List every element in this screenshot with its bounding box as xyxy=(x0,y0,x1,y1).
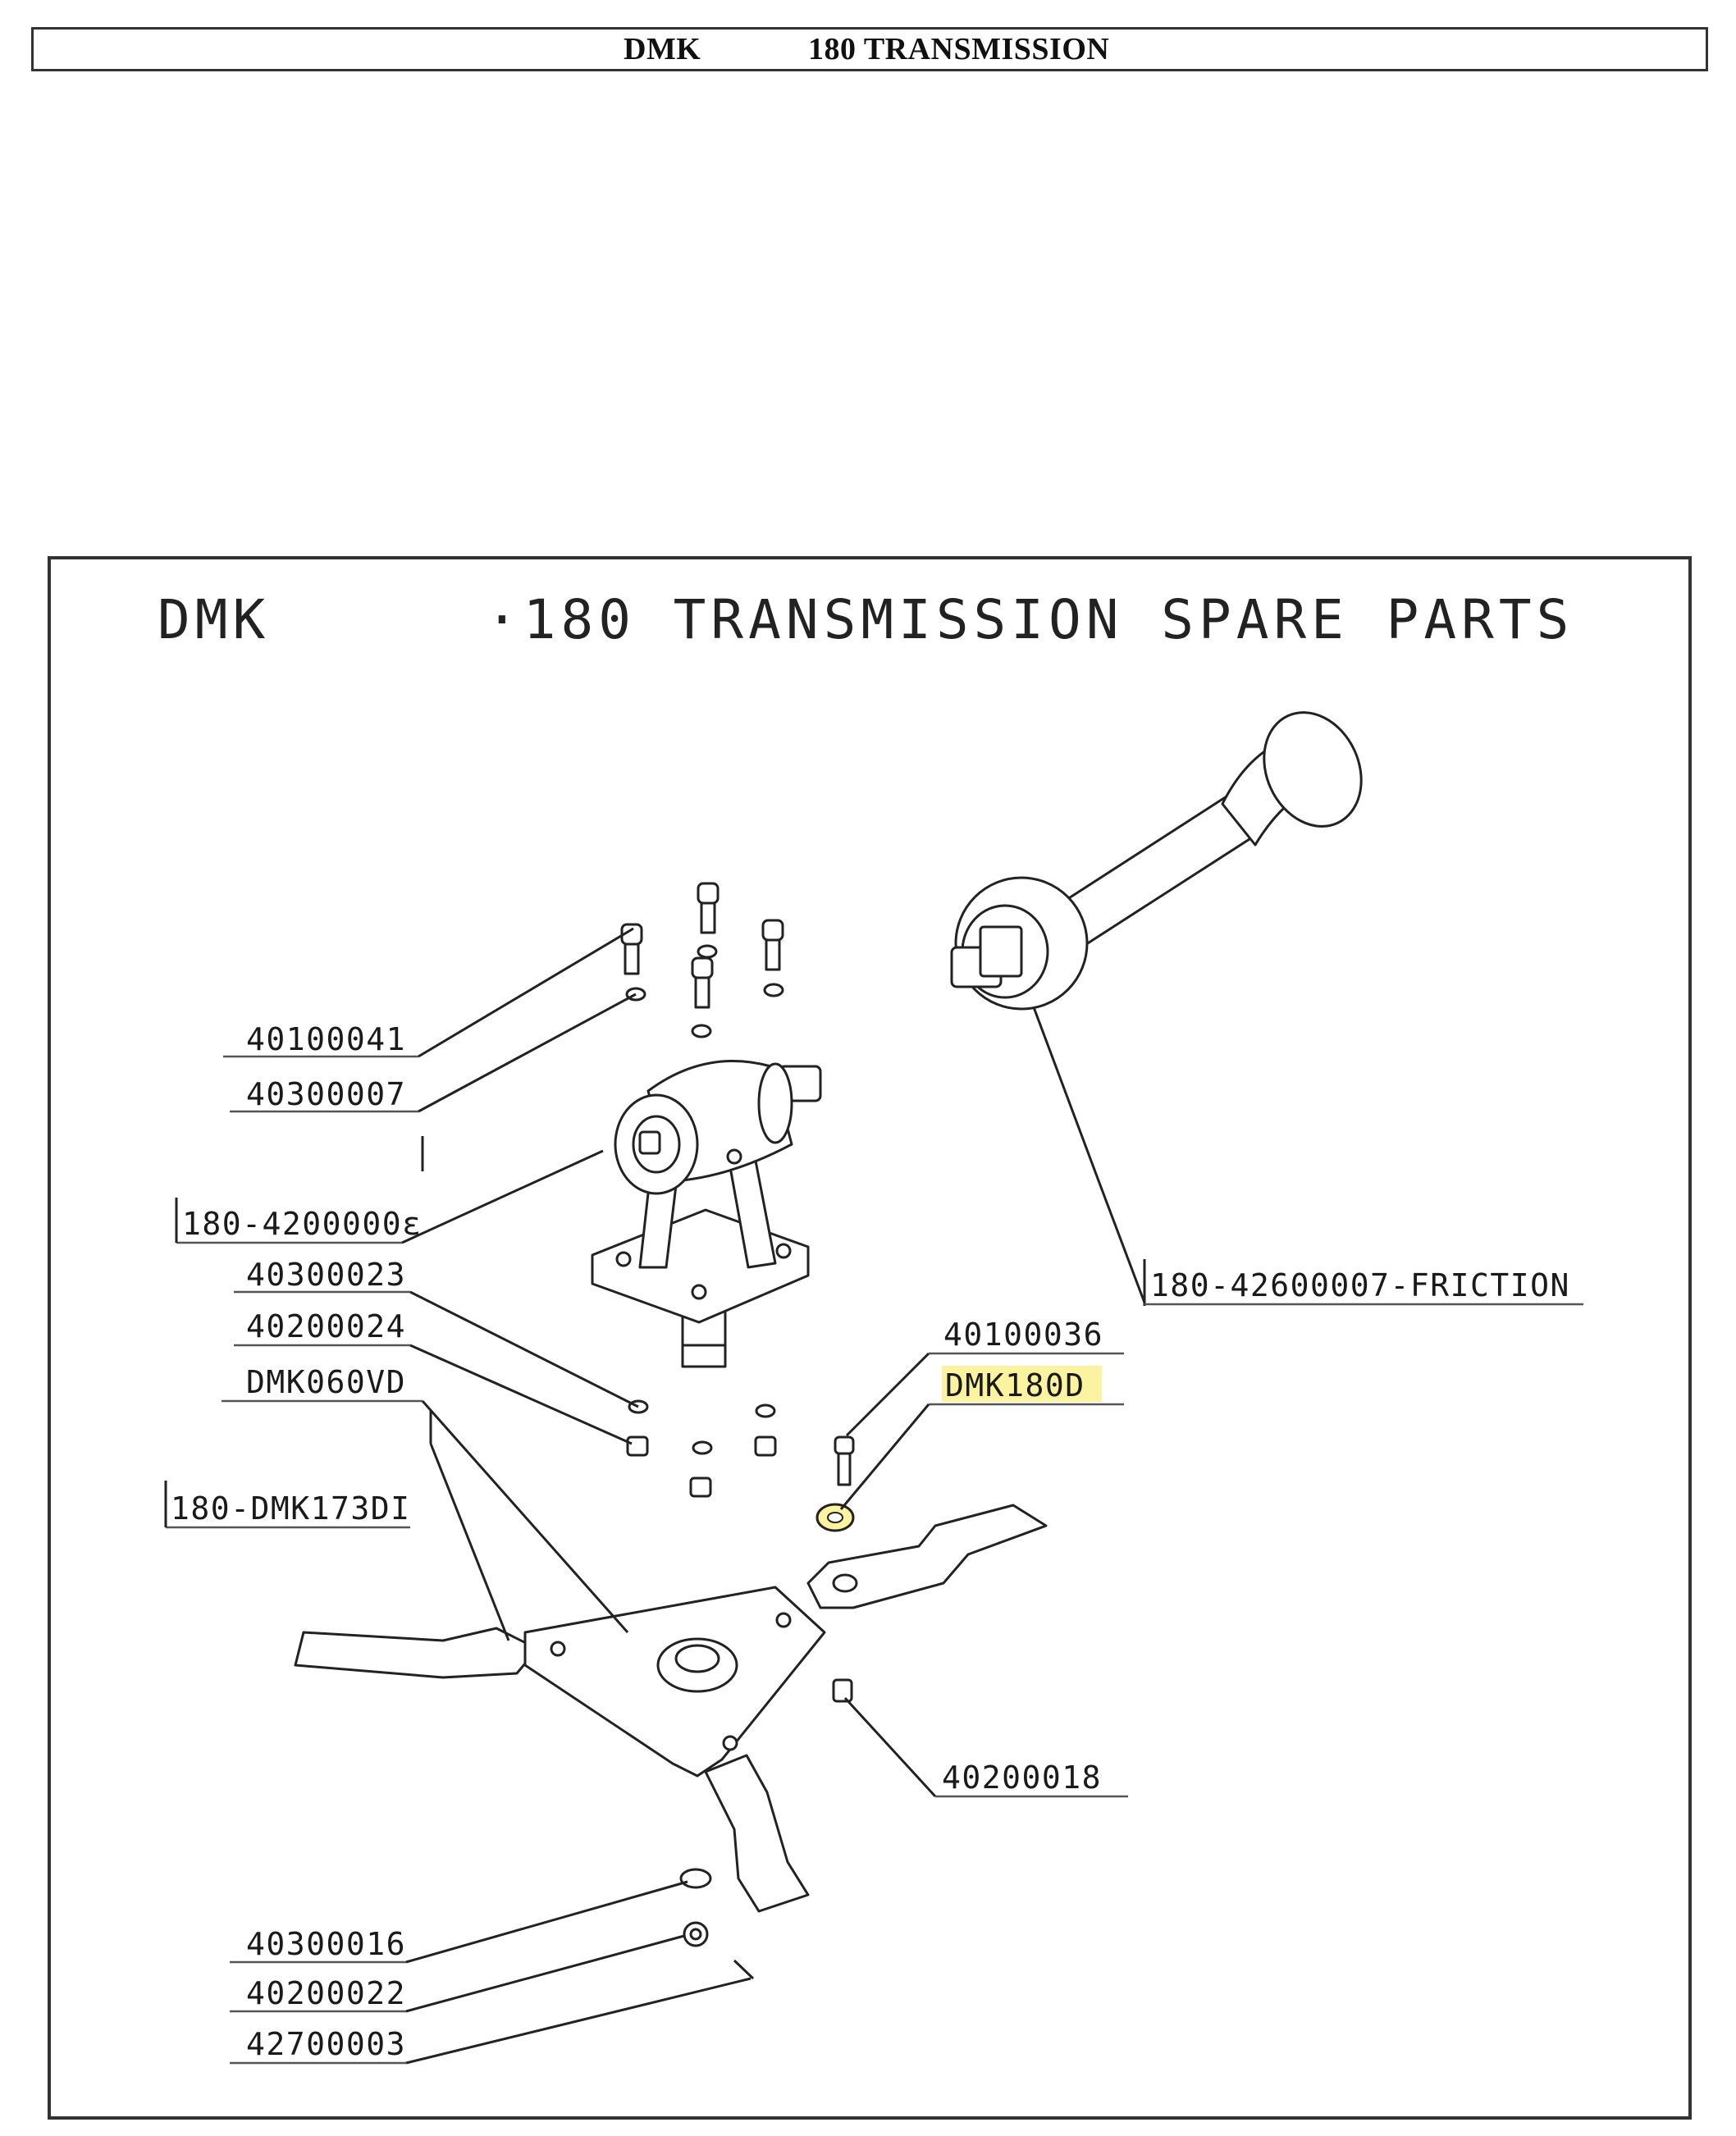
knife-blade-icon xyxy=(806,1504,1048,1609)
top-washers xyxy=(625,944,784,1038)
part-label-40300023: 40300023 xyxy=(246,1257,406,1293)
nut-icon xyxy=(832,1678,853,1703)
header-box xyxy=(31,27,1708,71)
washer-icon xyxy=(679,1868,712,1889)
gearbox-icon xyxy=(591,1059,822,1368)
part-label-40300016: 40300016 xyxy=(246,1926,406,1962)
part-label-180-dmk173di: 180-DMK173DI xyxy=(171,1490,411,1527)
part-label-40200018: 40200018 xyxy=(942,1759,1102,1796)
bolt-icon xyxy=(834,1435,855,1486)
part-label-40100036: 40100036 xyxy=(943,1317,1103,1353)
part-label-40300007: 40300007 xyxy=(246,1076,406,1112)
part-label-180-42000008: 180-4200000ε xyxy=(182,1206,423,1242)
bolt-icon xyxy=(620,923,643,975)
leader-lines xyxy=(164,927,1583,2065)
part-label-40200022: 40200022 xyxy=(246,1975,406,2011)
part-label-40100041: 40100041 xyxy=(246,1021,406,1057)
bolt-icon xyxy=(691,956,714,1009)
part-label-dmk060vd: DMK060VD xyxy=(246,1364,406,1400)
bolt-icon xyxy=(761,919,784,971)
middle-nuts xyxy=(626,1399,777,1498)
label-highlight xyxy=(942,1366,1102,1402)
part-label-180-42600007-friction: 180-42600007-FRICTION xyxy=(1150,1267,1570,1303)
bolt-icon xyxy=(697,882,720,934)
nut-icon xyxy=(683,1921,709,1947)
bushing-icon xyxy=(815,1503,855,1532)
pin-icon xyxy=(733,1959,755,1980)
diagram-title-left: DMK xyxy=(158,588,270,651)
part-label-40200024: 40200024 xyxy=(246,1308,406,1344)
header-title-left: DMK xyxy=(624,32,701,66)
header-title-right: 180 TRANSMISSION xyxy=(808,32,1110,66)
diagram-frame xyxy=(48,556,1692,2120)
part-label-dmk180d: DMK180D xyxy=(945,1367,1085,1403)
top-bolts xyxy=(620,882,784,1009)
part-label-42700003: 42700003 xyxy=(246,2026,406,2062)
diagram-title-right: ·180 TRANSMISSION SPARE PARTS xyxy=(486,588,1574,651)
rotor-disc-icon xyxy=(294,1586,826,1913)
pto-friction-shaft-icon xyxy=(950,711,1363,1011)
